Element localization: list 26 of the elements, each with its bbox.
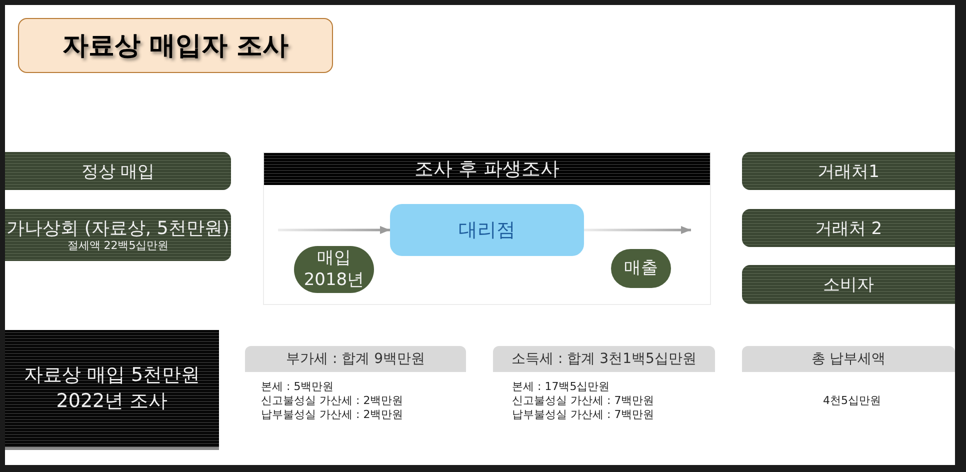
tax-header: 총 납부세액 (742, 346, 955, 372)
tax-total: 4천5십만원 (823, 394, 881, 408)
tax-detail: 본세 : 5백만원 (261, 380, 334, 394)
arrow (278, 226, 390, 234)
company-name: 가나상회 (자료상, 5천만원) (6, 218, 230, 240)
category-bar: 정상 매입 (5, 152, 231, 190)
process-box: 대리점 (390, 204, 584, 256)
label-pill: 매입 2018년 (294, 246, 374, 293)
tax-detail: 본세 : 17백5십만원 (512, 380, 610, 394)
panel-header: 조사 후 파생조사 (264, 153, 710, 185)
tax-detail: 신고불성실 가산세 : 7백만원 (512, 394, 654, 408)
category-bar (5, 209, 231, 261)
panel (263, 152, 711, 305)
tax-saving-note: 절세액 22백5십만원 (67, 239, 169, 252)
tax-detail: 신고불성실 가산세 : 2백만원 (261, 394, 404, 408)
tax-header: 부가세 : 합계 9백만원 (245, 346, 466, 372)
arrow (584, 226, 691, 234)
tax-header: 소득세 : 합계 3천1백5십만원 (493, 346, 715, 372)
summary-box: 자료상 매입 5천만원 2022년 조사 (5, 330, 219, 450)
category-bar: 거래처 2 (742, 209, 955, 247)
tax-detail: 납부불성실 가산세 : 2백만원 (261, 408, 404, 422)
title-box: 자료상 매입자 조사 (18, 18, 333, 73)
category-bar: 소비자 (742, 265, 955, 304)
category-bar: 거래처1 (742, 152, 955, 190)
label-pill: 매출 (611, 249, 671, 288)
tax-detail: 납부불성실 가산세 : 7백만원 (512, 408, 654, 422)
